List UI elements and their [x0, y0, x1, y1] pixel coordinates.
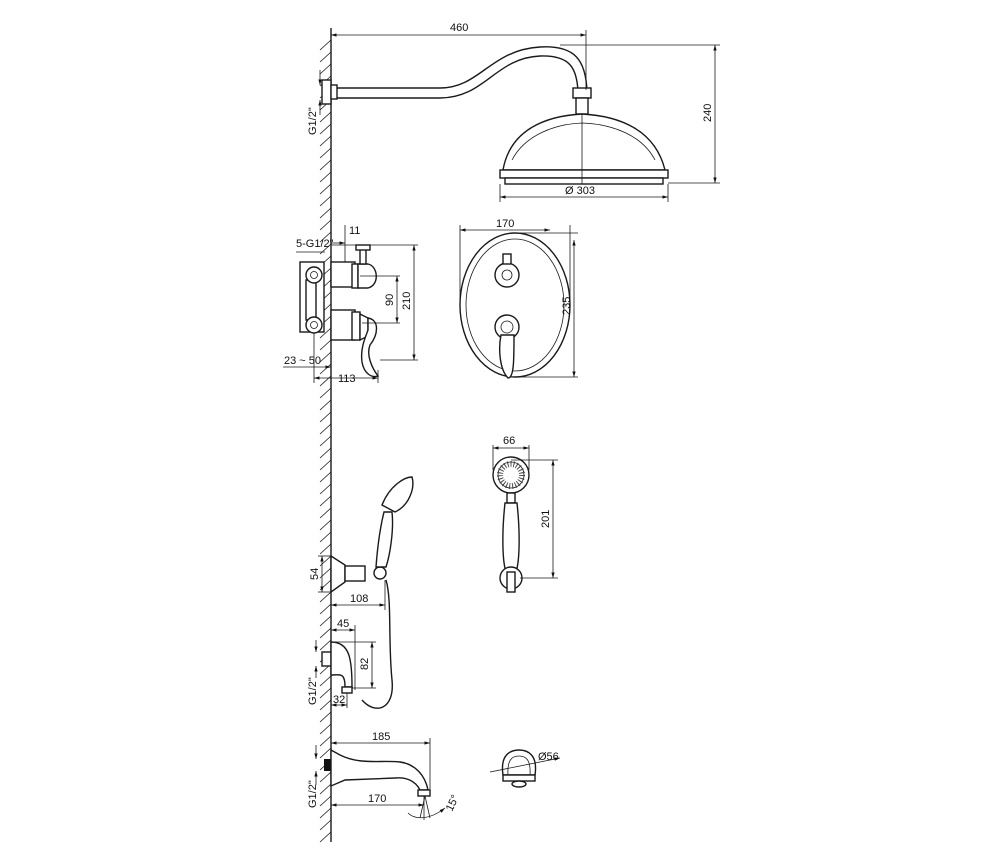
wall-hatch-line [319, 795, 332, 807]
wall-hatch-line [319, 699, 332, 711]
mixer-side-view [299, 244, 380, 378]
wall-hatch-line [319, 447, 332, 459]
bath-spout-dims: 185 170 15° G1/2" [307, 731, 462, 820]
wall-hatch-line [319, 687, 332, 699]
spout-end-view: Ø56 [489, 749, 561, 788]
dim-label-32: 32 [333, 694, 345, 706]
dim-label-82: 82 [359, 658, 371, 670]
wall-hatch-line [319, 591, 332, 603]
wall-hatch-line [319, 531, 332, 543]
wall-hatch-line [319, 435, 332, 447]
hand-shower-side [330, 476, 414, 709]
wall-hatch-line [319, 747, 332, 759]
wall-hatch-line [319, 147, 332, 159]
wall-hatch-line [319, 627, 332, 639]
wall-outlet-dims: 45 82 32 G1/2" [307, 618, 376, 708]
dim-label-56: Ø56 [538, 751, 559, 763]
wall-hatch-line [319, 351, 332, 363]
wall-hatch-line [319, 375, 332, 387]
wall-hatch-line [319, 507, 332, 519]
dim-label-210: 210 [401, 292, 413, 310]
wall-hatch-line [319, 387, 332, 399]
shower-head-assembly [321, 46, 669, 185]
wall-hatch-line [319, 819, 332, 831]
wall-hatch-line [319, 519, 332, 531]
wall-hatch-line [319, 363, 332, 375]
bath-spout [324, 748, 431, 819]
wall-hatch-line [319, 483, 332, 495]
dim-label-201: 201 [540, 510, 552, 528]
wall-hatch-line [319, 51, 332, 63]
wall-hatch-line [319, 543, 332, 555]
dim-label-11: 11 [349, 225, 360, 237]
dim-label-170-front: 170 [496, 218, 514, 230]
dim-label-240: 240 [702, 104, 714, 122]
wall-hatch-line [319, 423, 332, 435]
dim-label-170-spout: 170 [368, 793, 386, 805]
dim-303: Ø 303 [499, 184, 669, 202]
wall-hatch-line [319, 207, 332, 219]
wall-hatch-line [319, 807, 332, 819]
thread-label-top: G1/2" [307, 107, 319, 135]
wall-hatch-line [319, 195, 332, 207]
wall-hatch-line [319, 123, 332, 135]
dim-label-66: 66 [503, 435, 515, 447]
mixer-front-view [459, 232, 571, 379]
wall-hatch-line [319, 603, 332, 615]
wall-hatch-line [319, 39, 332, 51]
wall-hatch-line [319, 471, 332, 483]
wall-hatch-line [319, 711, 332, 723]
wall-hatch-line [319, 831, 332, 843]
wall-hatch-line [319, 615, 332, 627]
thread-label-spout: G1/2" [307, 780, 319, 808]
wall-hatch-line [319, 783, 332, 795]
dim-240: 240 [560, 44, 720, 184]
dim-label-54: 54 [309, 568, 321, 580]
dim-label-108: 108 [350, 593, 368, 605]
wall-hatch-line [319, 231, 332, 243]
bracket-dims: 54 108 [309, 555, 386, 610]
dim-label-45: 45 [337, 618, 349, 630]
wall-hatch-line [319, 339, 332, 351]
dim-label-23-50: 23 ~ 50 [284, 355, 321, 367]
thread-label-outlet: G1/2" [307, 677, 319, 705]
wall-hatch-line [319, 675, 332, 687]
wall-flange [321, 79, 332, 105]
wall-hatch-line [319, 135, 332, 147]
wall-outlet [321, 641, 353, 694]
wall-hatch-line [319, 495, 332, 507]
dim-label-303: Ø 303 [565, 185, 595, 197]
wall-hatch-line [319, 723, 332, 735]
wall-hatch-line [319, 735, 332, 747]
mixer-side-dims: 11 5-G1/2" 90 210 23 ~ 50 113 [283, 225, 418, 385]
wall-hatch-line [319, 327, 332, 339]
dim-label-235: 235 [561, 297, 573, 315]
wall-hatch-line [319, 771, 332, 783]
wall-hatch-line [319, 63, 332, 75]
wall-hatch-line [319, 459, 332, 471]
wall-hatch-line [319, 639, 332, 651]
wall-hatch-line [319, 399, 332, 411]
dim-label-460: 460 [450, 22, 468, 34]
wall-hatch-line [319, 159, 332, 171]
wall [319, 28, 332, 843]
wall-hatch-line [319, 111, 332, 123]
hand-shower-dims: 66 201 [492, 435, 558, 579]
mixer-front-dims: 170 235 [459, 218, 578, 378]
hand-shower-front [492, 456, 530, 593]
dim-label-15deg: 15° [444, 793, 462, 813]
dim-label-inlets: 5-G1/2" [296, 238, 334, 250]
wall-hatch-line [319, 171, 332, 183]
dim-460: 460 [331, 22, 587, 90]
wall-hatch-line [319, 219, 332, 231]
dim-label-113: 113 [338, 373, 356, 385]
dim-label-185: 185 [372, 731, 390, 743]
dim-label-90: 90 [384, 294, 396, 306]
wall-hatch-line [319, 183, 332, 195]
wall-hatch-line [319, 411, 332, 423]
